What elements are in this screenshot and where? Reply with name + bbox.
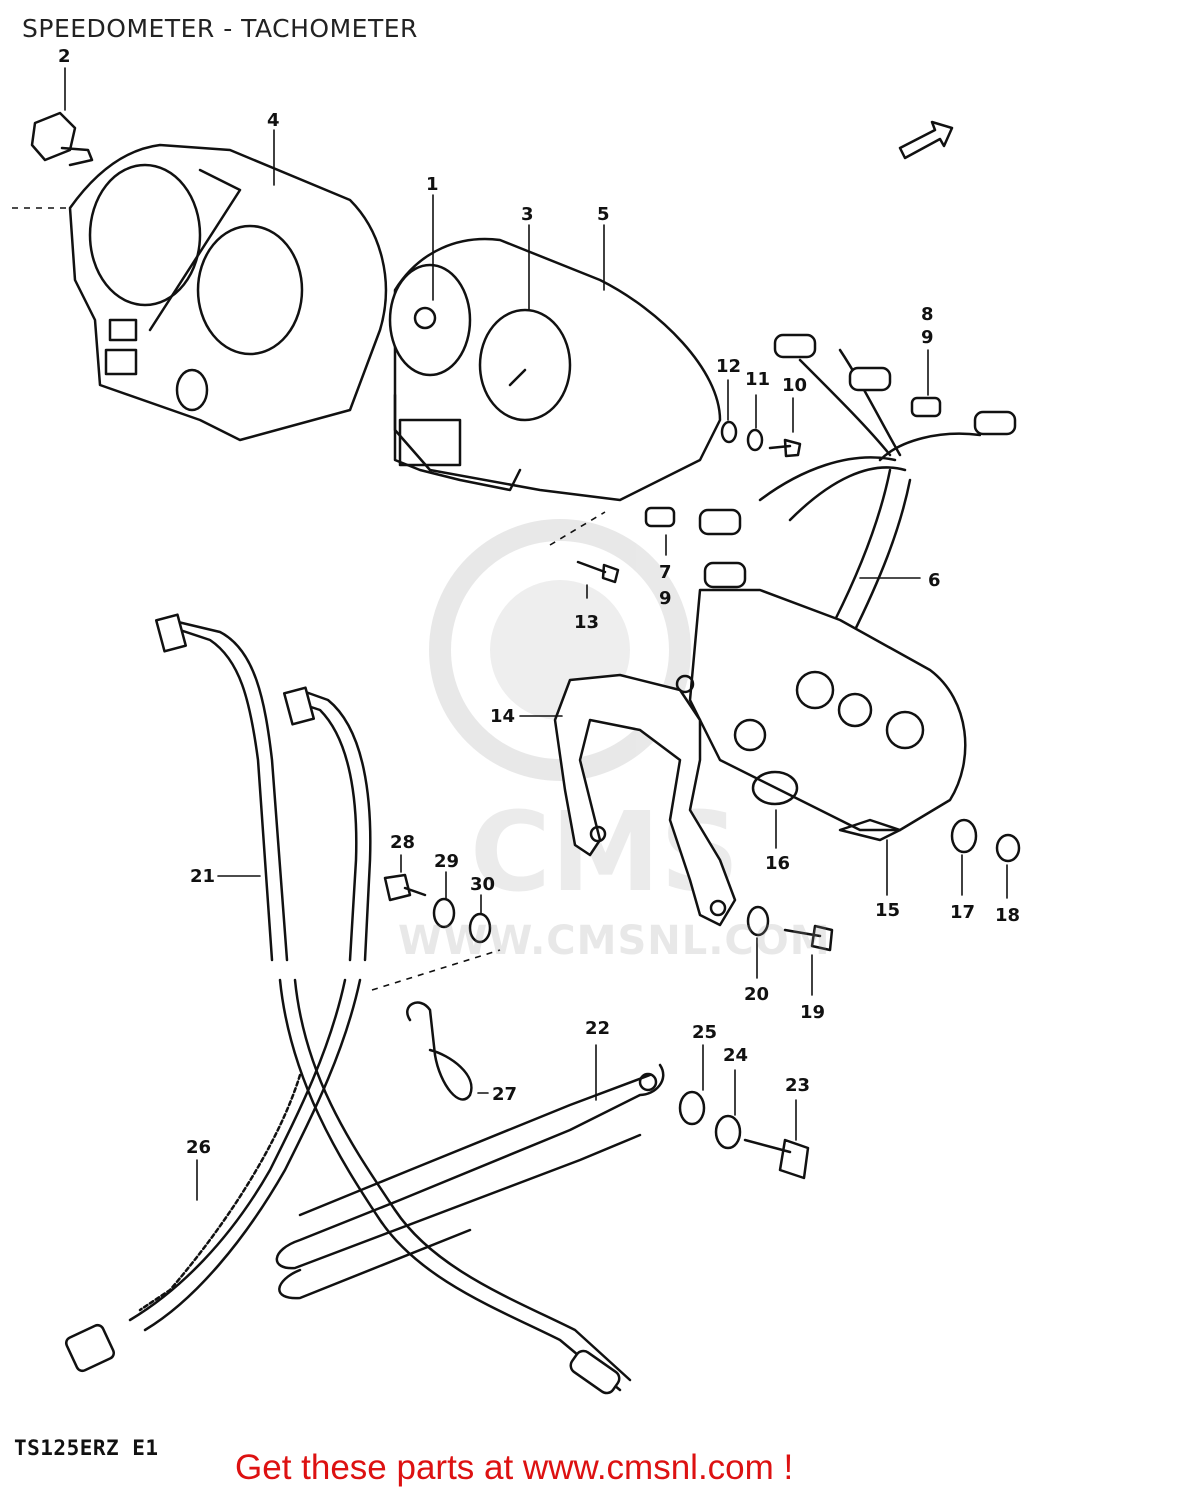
callout-8: 8 — [921, 304, 934, 325]
callout-4: 4 — [267, 110, 280, 131]
callout-14: 14 — [490, 706, 515, 727]
callout-16: 16 — [765, 853, 790, 874]
callout-26: 26 — [186, 1137, 211, 1158]
callout-1: 1 — [426, 174, 439, 195]
callout-17: 17 — [950, 902, 975, 923]
callout-10: 10 — [782, 375, 807, 396]
callout-18: 18 — [995, 905, 1020, 926]
callout-20: 20 — [744, 984, 769, 1005]
part-knob — [30, 111, 94, 167]
front-direction-arrow-icon — [898, 120, 954, 160]
callout-9-lower: 9 — [659, 588, 672, 609]
part-cable-guide — [275, 1063, 665, 1300]
model-code: TS125ERZ E1 — [14, 1436, 159, 1460]
callout-5: 5 — [597, 204, 610, 225]
callout-labels: 1 2 3 4 5 6 7 8 9 9 10 11 12 13 14 15 16… — [58, 46, 1020, 1158]
part-bracket — [553, 673, 737, 927]
callout-2: 2 — [58, 46, 71, 67]
callout-9-upper: 9 — [921, 327, 934, 348]
part-speedometer-cable — [128, 613, 632, 1392]
part-tachometer-cable — [64, 1073, 621, 1395]
callout-3: 3 — [521, 204, 534, 225]
cta-link[interactable]: Get these parts at www.cmsnl.com ! — [235, 1448, 794, 1487]
callout-12: 12 — [716, 356, 741, 377]
watermark-url: WWW.CMSNL.COM — [398, 918, 831, 964]
callout-19: 19 — [800, 1002, 825, 1023]
page-title: SPEEDOMETER - TACHOMETER — [22, 14, 418, 43]
callout-23: 23 — [785, 1075, 810, 1096]
part-gauge-1 — [388, 263, 472, 377]
callout-25: 25 — [692, 1022, 717, 1043]
part-cable-clip — [406, 1001, 473, 1101]
callout-22: 22 — [585, 1018, 610, 1039]
callout-29: 29 — [434, 851, 459, 872]
callout-21: 21 — [190, 866, 215, 887]
part-gauge-3 — [478, 308, 572, 422]
callout-30: 30 — [470, 874, 495, 895]
part-hardware-small — [383, 396, 1021, 1180]
callout-15: 15 — [875, 900, 900, 921]
callout-27: 27 — [492, 1084, 517, 1105]
part-meter-cover — [68, 143, 388, 442]
callout-7: 7 — [659, 562, 672, 583]
callout-11: 11 — [745, 369, 770, 390]
callout-24: 24 — [723, 1045, 748, 1066]
callout-13: 13 — [574, 612, 599, 633]
callout-6: 6 — [928, 570, 941, 591]
callout-28: 28 — [390, 832, 415, 853]
part-rear-housing — [688, 588, 967, 842]
